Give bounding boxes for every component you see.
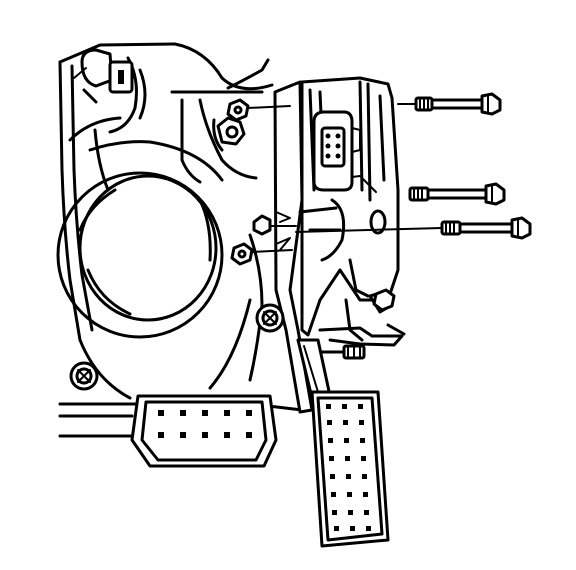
brake-pedal [130,394,278,468]
mounting-stud-upper [212,116,246,152]
bracket-nut-right [372,288,396,312]
mounting-nut-lower [230,242,293,266]
retaining-clip-lower [255,303,285,333]
mounting-bolt-lower [295,216,532,240]
accelerator-pedal [310,390,390,548]
mounting-bolt-middle [408,182,506,206]
pedal-stop-bolt [320,344,366,360]
accelerator-pedal-pad-dots [326,404,371,531]
mounting-nut-upper [226,98,291,122]
mounting-nut-middle [252,211,297,251]
firewall-panel [58,42,304,438]
upper-left-connector [73,48,134,104]
retaining-clip-left [69,361,99,391]
steering-column-opening [56,116,224,339]
brake-pedal-pad-dots [158,410,252,438]
electrical-connector [312,110,361,192]
mounting-bolt-upper [397,92,502,116]
